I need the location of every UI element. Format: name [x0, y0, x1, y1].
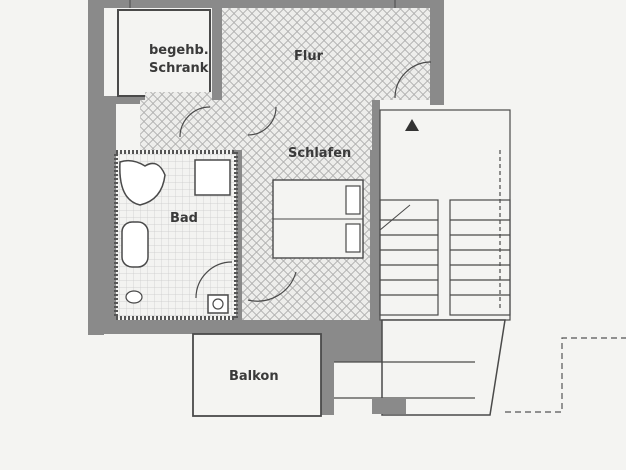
bad-tile-border [114, 150, 238, 320]
landing [381, 319, 506, 416]
pillow-bottom [345, 223, 361, 253]
bath-tub-small [121, 221, 149, 268]
balkon-label: Balkon [229, 369, 279, 384]
door-bad [195, 261, 233, 299]
stairwell [379, 109, 511, 321]
doors [179, 61, 432, 302]
flur-floor [222, 8, 430, 100]
bad-label: Bad [170, 211, 198, 226]
sink-counter [194, 159, 231, 196]
drain-icon [212, 298, 224, 310]
schrank-label-line1: begehb. [149, 43, 209, 58]
landing-wall-piece [372, 398, 406, 414]
window-marks [129, 0, 396, 8]
door-balkon [247, 271, 297, 302]
schrank-label-line2: Schrank [149, 61, 209, 76]
up-arrow-icon [405, 119, 419, 131]
balkon-room [192, 333, 322, 417]
door-flur [394, 61, 432, 99]
schrank-strip [145, 92, 212, 100]
door-schlafen [247, 106, 277, 136]
corner-bathtub [119, 159, 166, 206]
door-schrank [179, 106, 211, 138]
flur-label: Flur [294, 49, 324, 64]
double-bed [272, 179, 364, 259]
shower-drain [207, 294, 229, 314]
adjacent-outline [505, 337, 626, 413]
schlafen-label: Schlafen [288, 146, 351, 161]
toilet [125, 290, 143, 304]
pillow-top [345, 185, 361, 215]
corridor-floor [140, 100, 372, 150]
